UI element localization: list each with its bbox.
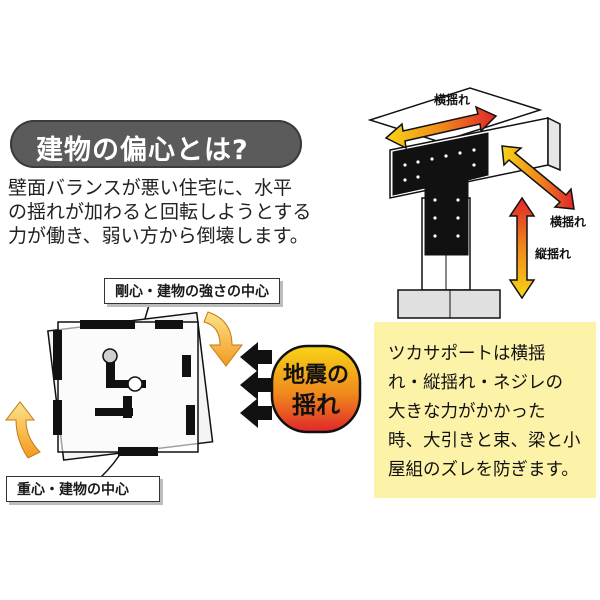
gravity-center-point xyxy=(102,348,118,364)
explanation-box: ツカサポートは横揺 れ・縦揺れ・ネジレの 大きな力がかかった 時、大引きと束、梁… xyxy=(374,322,596,498)
description-line: 力が働き、弱い方から倒壊します。 xyxy=(8,225,309,247)
vertical-shake-arrow-icon xyxy=(508,196,536,300)
rotation-arrow-icon xyxy=(203,311,244,367)
explanation-line: れ・縦揺れ・ネジレの xyxy=(388,373,563,393)
earthquake-label-line2: 揺れ xyxy=(292,391,340,419)
plan-walls xyxy=(53,320,195,456)
description-line: 壁面バランスが悪い住宅に、水平 xyxy=(8,177,293,199)
rotation-arrow-icon xyxy=(4,401,41,459)
force-arrow-icon xyxy=(240,370,272,400)
explanation-line: ツカサポートは横揺 xyxy=(388,344,546,364)
horizontal-shake-label: 横揺れ xyxy=(434,92,470,107)
diagonal-shake-arrow-icon xyxy=(501,145,575,210)
vertical-shake-label: 縦揺れ xyxy=(535,246,571,261)
stiffness-center-point xyxy=(127,376,143,392)
force-arrow-icon xyxy=(240,398,272,428)
description-line: の揺れが加わると回転しようとする xyxy=(8,201,312,223)
title-banner: 建物の偏心とは? xyxy=(10,120,302,168)
explanation-line: 屋組のズレを防ぎます。 xyxy=(388,460,579,480)
description: 壁面バランスが悪い住宅に、水平 の揺れが加わると回転しようとする 力が働き、弱い… xyxy=(8,176,312,248)
force-arrow-icon xyxy=(240,342,272,372)
earthquake-badge xyxy=(270,344,362,434)
stiffness-center-label: 剛心・建物の強さの中心 xyxy=(104,278,280,304)
explanation-line: 時、大引きと束、梁と小 xyxy=(388,431,581,451)
explanation-line: 大きな力がかかった xyxy=(388,402,546,422)
horizontal-shake-arrow-icon xyxy=(384,105,498,150)
earthquake-label-line1: 地震の xyxy=(283,363,349,388)
diagonal-shake-label: 横揺れ xyxy=(550,214,586,229)
tsuka-support-bracket xyxy=(392,132,489,256)
gravity-center-label: 重心・建物の中心 xyxy=(6,476,160,502)
page-title: 建物の偏心とは? xyxy=(36,135,249,166)
force-arrows xyxy=(240,342,272,428)
